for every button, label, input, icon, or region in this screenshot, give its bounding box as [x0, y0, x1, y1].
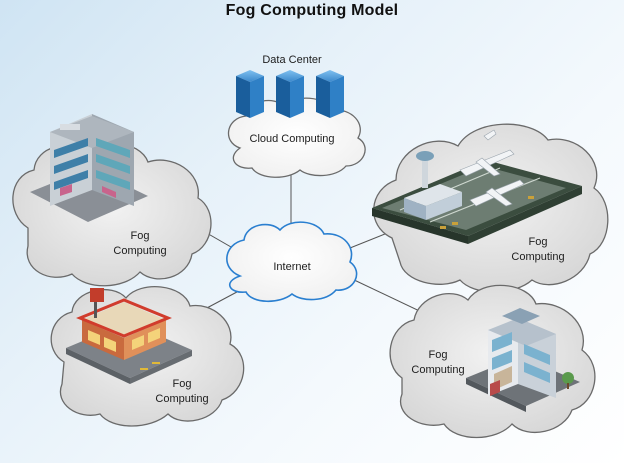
fog-label-line1: Fog	[528, 236, 548, 248]
server-rack-icon	[316, 70, 344, 118]
terminal-building	[404, 184, 462, 220]
diagram-title: Fog Computing Model	[225, 2, 399, 19]
control-tower	[416, 151, 434, 188]
cloud-computing-label: Cloud Computing	[249, 133, 335, 145]
data-center-servers	[236, 70, 344, 118]
fog-label-line2: Computing	[155, 393, 209, 405]
tree-icon	[562, 372, 574, 389]
airport-icon	[372, 129, 582, 244]
server-rack-icon	[236, 70, 264, 118]
server-rack-icon	[276, 70, 304, 118]
fog-label-line2: Computing	[113, 245, 167, 257]
fog-label-line2: Computing	[411, 364, 465, 376]
fog-label-line1: Fog	[172, 378, 192, 390]
fog-label-line1: Fog	[428, 349, 448, 361]
internet-cloud	[226, 221, 358, 303]
office-building-icon	[30, 114, 148, 222]
airplane-icon	[459, 129, 525, 207]
apartment-icon	[466, 308, 580, 412]
fog-label-line2: Computing	[511, 251, 565, 263]
fog-label-line1: Fog	[130, 230, 150, 242]
internet-label: Internet	[273, 261, 311, 273]
data-center-label: Data Center	[262, 54, 322, 66]
restaurant-icon	[66, 288, 192, 384]
